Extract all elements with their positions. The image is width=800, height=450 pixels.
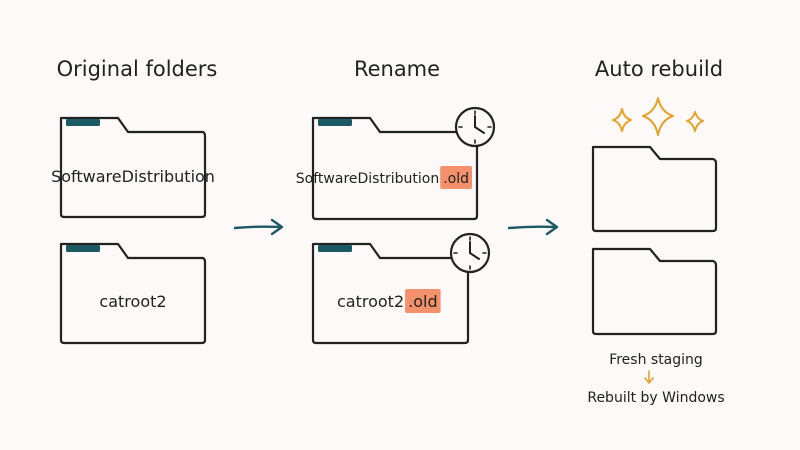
folder-icon — [59, 116, 207, 219]
folder-suffix: .old — [443, 171, 469, 187]
clock-icon — [449, 232, 491, 274]
clock-icon — [454, 106, 496, 148]
folder-label: catroot2 — [99, 292, 166, 311]
suffix-highlight — [405, 289, 441, 313]
arrow-right-icon — [507, 218, 559, 236]
note-fresh-staging: Fresh staging — [609, 352, 703, 368]
folder-renamed-softwaredistribution: SoftwareDistribution .old — [296, 106, 496, 221]
arrow-right-icon — [233, 218, 284, 236]
folder-icon — [59, 242, 207, 345]
folder-original-softwaredistribution: SoftwareDistribution — [51, 116, 215, 219]
folder-tab-marker — [66, 119, 100, 126]
folder-label: catroot2 — [337, 292, 404, 311]
folder-icon — [591, 145, 718, 233]
heading-rename: Rename — [354, 57, 440, 81]
heading-rebuild: Auto rebuild — [595, 57, 723, 81]
folder-tab-marker — [66, 245, 100, 252]
heading-original: Original folders — [57, 57, 218, 81]
folder-renamed-catroot2: catroot2 .old — [311, 232, 491, 345]
folder-tab-marker — [318, 119, 352, 126]
folder-original-catroot2: catroot2 — [59, 242, 207, 345]
folder-label: SoftwareDistribution — [296, 171, 439, 187]
suffix-highlight — [440, 166, 472, 189]
folder-icon — [591, 247, 718, 336]
folder-tab-marker — [318, 245, 352, 252]
folder-suffix: .old — [408, 292, 437, 311]
folder-label: SoftwareDistribution — [51, 167, 215, 186]
arrow-down-icon — [644, 370, 654, 384]
note-rebuilt-by-windows: Rebuilt by Windows — [587, 390, 724, 406]
sparkle-icon — [612, 97, 704, 136]
